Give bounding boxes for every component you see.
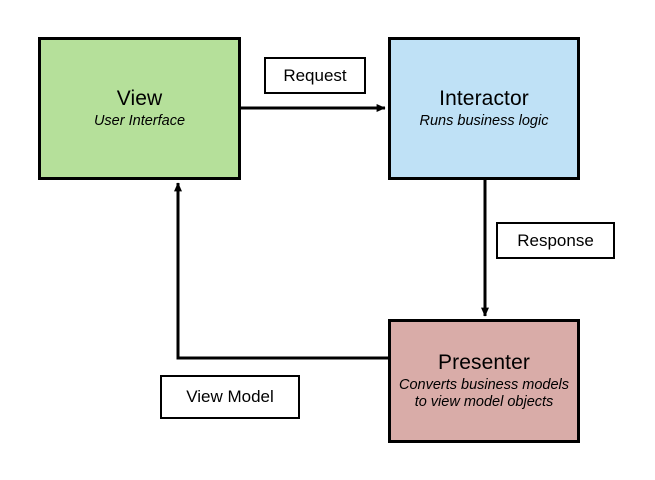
node-view[interactable]: View User Interface — [38, 37, 241, 180]
node-presenter-title: Presenter — [438, 350, 530, 374]
edge-label-response: Response — [496, 222, 615, 259]
node-interactor-title: Interactor — [439, 86, 529, 110]
node-presenter[interactable]: Presenter Converts business models to vi… — [388, 319, 580, 443]
edge-label-view-model: View Model — [160, 375, 300, 419]
edge-label-response-text: Response — [517, 230, 594, 250]
edge-label-request-text: Request — [283, 65, 347, 85]
node-interactor[interactable]: Interactor Runs business logic — [388, 37, 580, 180]
node-view-subtitle: User Interface — [93, 113, 186, 130]
node-view-title: View — [116, 86, 163, 110]
node-presenter-subtitle: Converts business models to view model o… — [398, 377, 570, 411]
edge-label-view-model-text: View Model — [186, 387, 274, 406]
edge-label-request: Request — [264, 57, 366, 94]
node-interactor-subtitle: Runs business logic — [419, 113, 549, 130]
edge-presenter-to-view — [174, 182, 388, 360]
